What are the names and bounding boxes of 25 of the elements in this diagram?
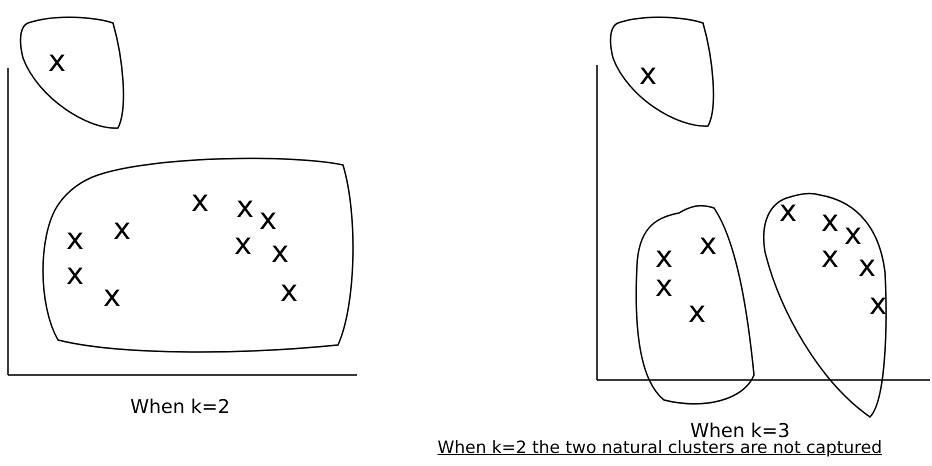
data-point: x	[844, 220, 862, 250]
data-point: x	[858, 252, 876, 282]
data-point: x	[236, 193, 254, 223]
data-point: x	[271, 238, 289, 268]
data-point: x	[103, 282, 121, 312]
data-point: x	[655, 243, 673, 273]
data-point: x	[66, 225, 84, 255]
data-point: x	[699, 230, 717, 260]
data-point: x	[280, 277, 298, 307]
data-point: x	[655, 272, 673, 302]
plot-label: When k=2	[130, 396, 230, 418]
data-point: x	[234, 230, 252, 260]
data-point: x	[688, 298, 706, 328]
cluster-outline	[608, 18, 713, 128]
cluster-outline	[760, 192, 890, 420]
data-point: x	[639, 60, 657, 90]
data-point: x	[259, 205, 277, 235]
data-point: x	[113, 215, 131, 245]
data-point: x	[66, 260, 84, 290]
data-point: x	[779, 197, 797, 227]
data-point: x	[48, 47, 66, 77]
data-point: x	[821, 243, 839, 273]
data-point: x	[191, 187, 209, 217]
data-point: x	[821, 207, 839, 237]
data-point: x	[869, 290, 887, 320]
